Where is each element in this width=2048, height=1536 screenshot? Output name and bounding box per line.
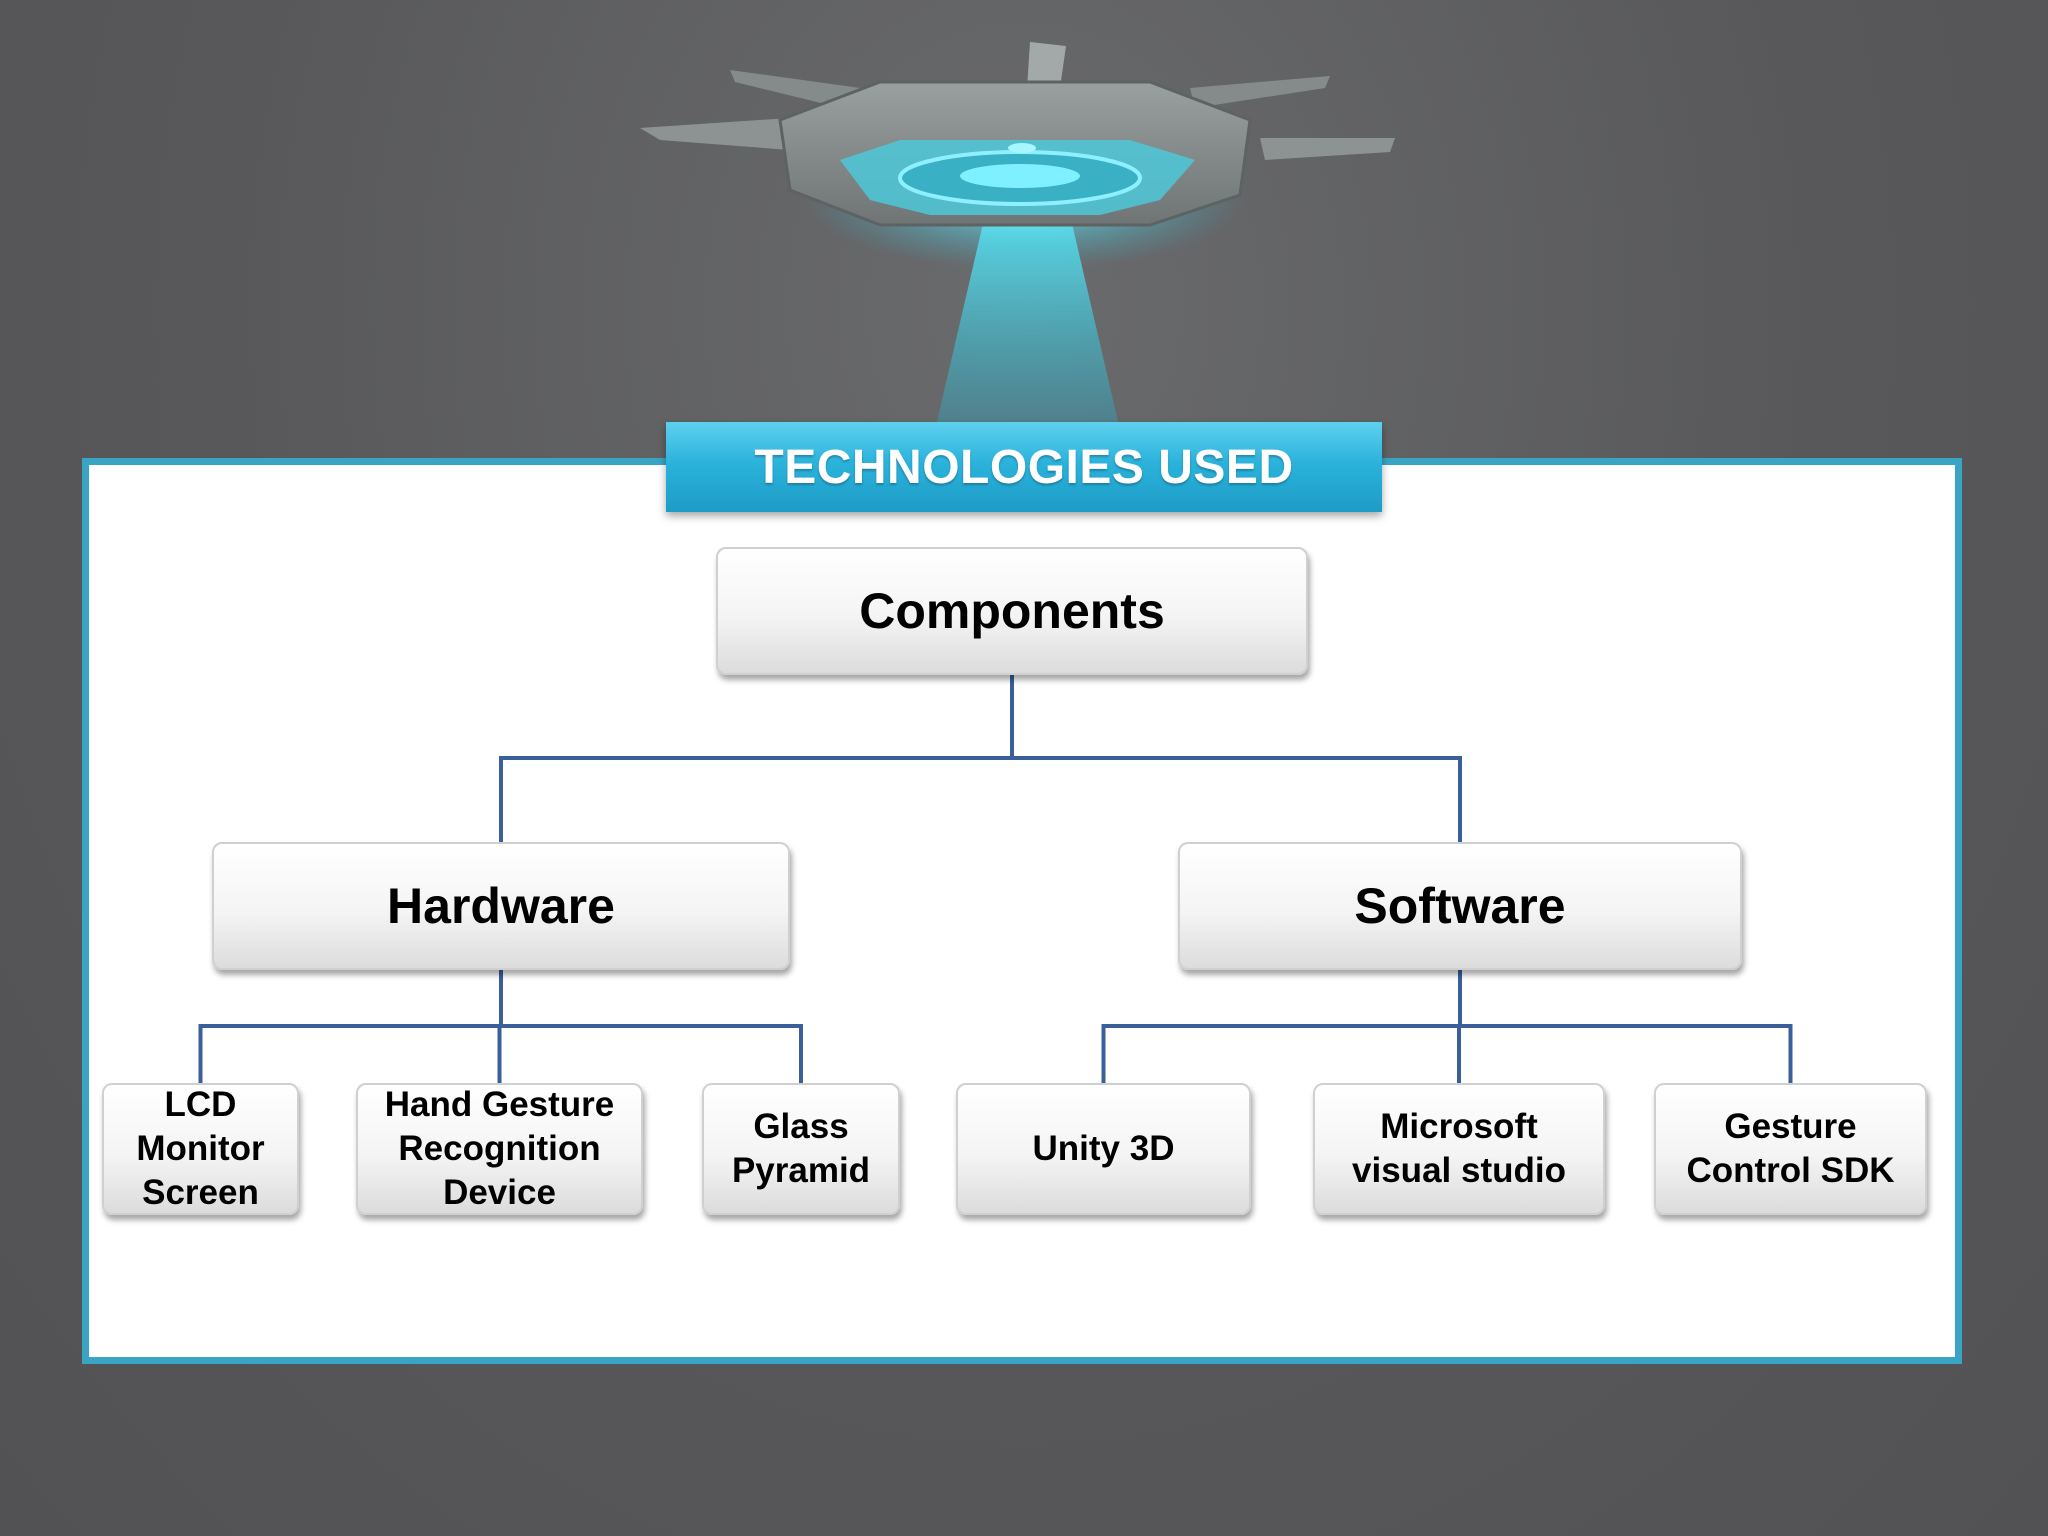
node-components: Components [716, 547, 1308, 675]
node-software: Software [1178, 842, 1742, 970]
node-hardware: Hardware [212, 842, 790, 970]
node-hand-gesture-recognition-device: Hand Gesture Recognition Device [356, 1083, 643, 1215]
hologram-projector-illustration [640, 42, 1395, 430]
node-glass-pyramid: Glass Pyramid [702, 1083, 900, 1215]
node-unity-3d: Unity 3D [956, 1083, 1251, 1215]
node-lcd-monitor-screen: LCD Monitor Screen [102, 1083, 299, 1215]
title-banner: TECHNOLOGIES USED [666, 422, 1382, 512]
node-gesture-control-sdk: Gesture Control SDK [1654, 1083, 1927, 1215]
light-beam [935, 215, 1120, 430]
node-microsoft-visual-studio: Microsoft visual studio [1313, 1083, 1605, 1215]
